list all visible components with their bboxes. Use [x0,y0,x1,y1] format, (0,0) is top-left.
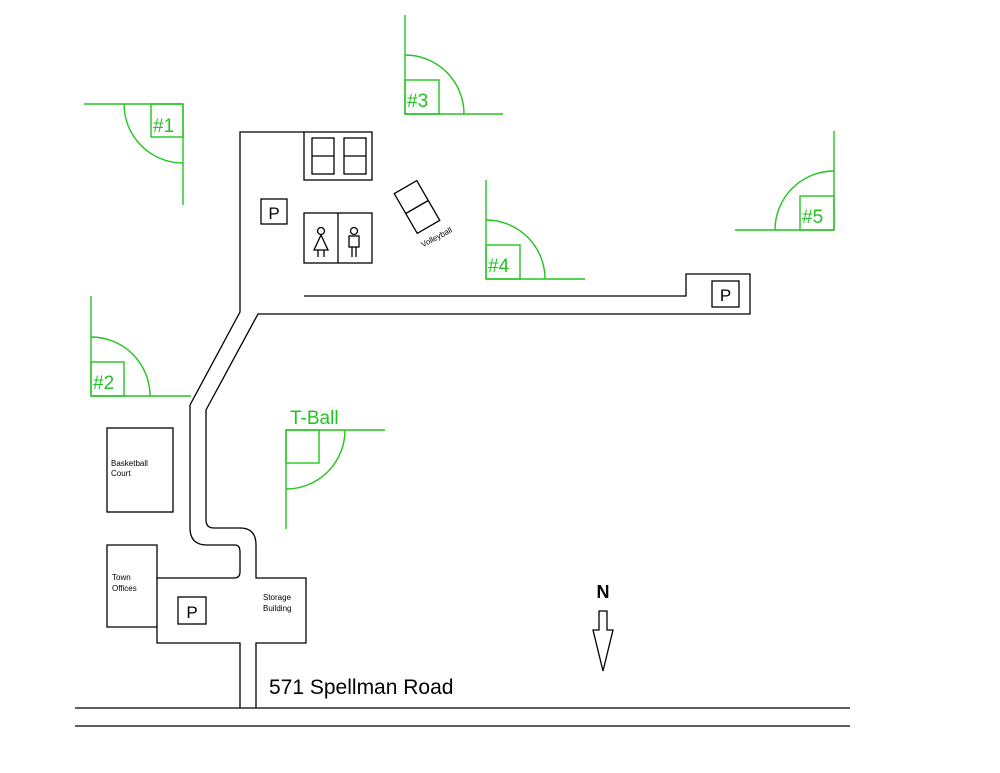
storage-label-line1: Storage [263,593,292,602]
basketball-label-line2: Court [111,469,131,478]
north-label: N [597,582,610,602]
basketball-label-line1: Basketball [111,459,148,468]
town-offices-label-line1: Town [112,573,131,582]
restroom-building [303,131,373,264]
mens-restroom-icon [348,226,360,257]
field-1: #1 [84,103,184,205]
arrow-down-icon [592,610,614,672]
parking-label: P [720,286,731,305]
field-5: #5 [735,131,835,231]
parking-sign-north: P [260,198,288,225]
address-label: 571 Spellman Road [269,676,453,699]
town-offices: Town Offices [106,544,158,628]
womens-restroom-icon [312,226,330,257]
field-3-label: #3 [407,91,428,112]
parking-sign-east: P [711,280,740,308]
storage-label-line2: Building [263,604,291,613]
town-offices-label-line2: Offices [112,584,137,593]
driveway [75,131,850,727]
field-tball-label: T-Ball [290,408,339,429]
north-arrow: N [592,582,614,672]
basketball-court: Basketball Court [106,427,174,513]
field-2: #2 [90,296,191,397]
field-4-label: #4 [488,256,510,277]
field-5-label: #5 [802,207,823,228]
field-3: #3 [404,15,503,115]
parking-label: P [268,204,279,223]
field-2-label: #2 [93,373,114,394]
parking-sign-south: P [177,596,207,625]
field-tball: T-Ball [285,408,385,529]
parking-label: P [186,603,197,622]
storage-building: Storage Building [263,593,292,613]
volleyball-court [393,179,441,235]
field-4: #4 [485,180,585,280]
field-1-label: #1 [153,116,174,137]
